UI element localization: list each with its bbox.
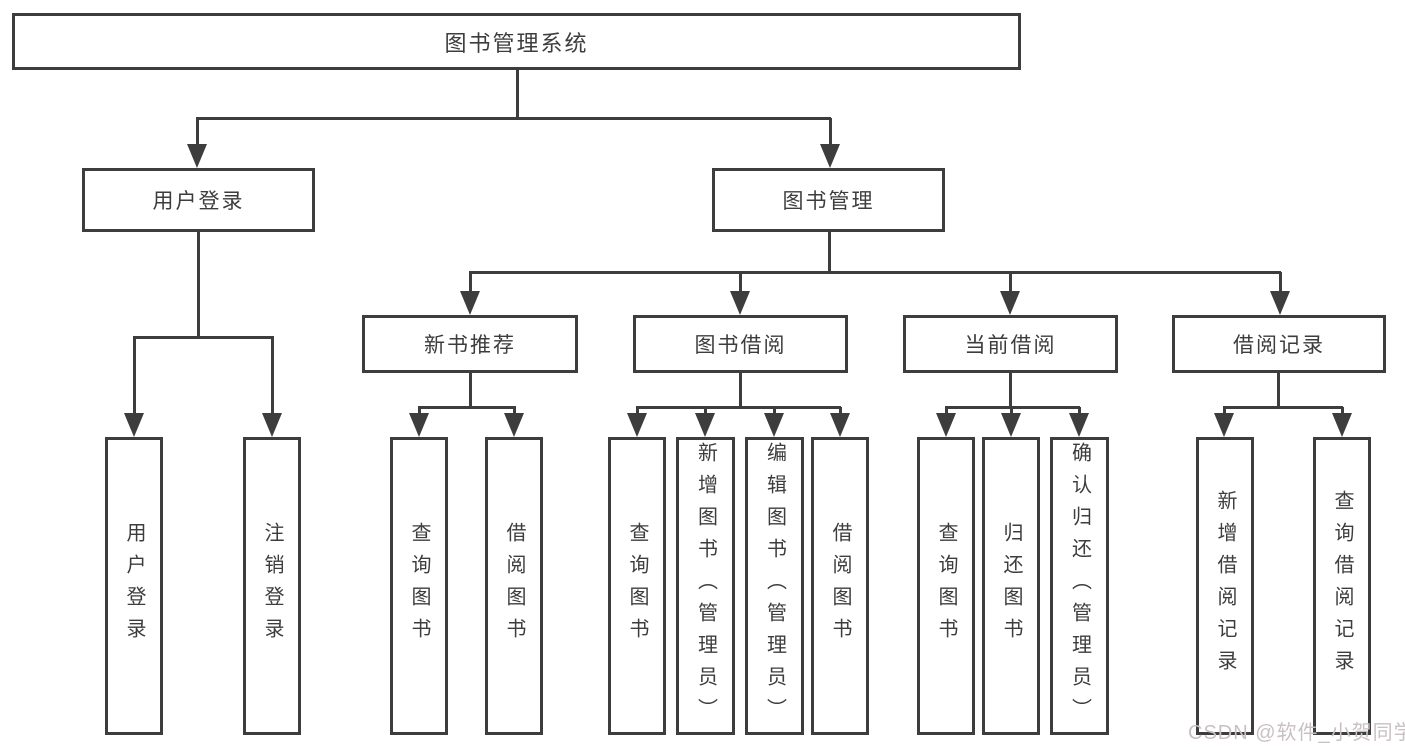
connector-user-login-stem [197,232,200,338]
arrow-head-bb-add [695,413,715,437]
leaf-br-add-record: 新增借阅记录 [1196,437,1254,735]
arrow-head-nbr-borrow [504,413,524,437]
node-current-borrow: 当前借阅 [903,315,1118,373]
arrow-head-cb-query [936,413,956,437]
leaf-label: 编辑图书（管理员） [763,442,786,730]
arrow-head-book-borrow [730,291,750,315]
node-new-book-recommend: 新书推荐 [362,315,578,373]
leaf-nbr-borrow-books: 借阅图书 [485,437,543,735]
arrow-shaft-bb-borrow [839,407,842,413]
leaf-bb-borrow-books: 借阅图书 [811,437,869,735]
leaf-br-query-record: 查询借阅记录 [1313,437,1371,735]
connector-book-management-bar [469,271,1281,274]
connector-cb-stem [1009,373,1012,408]
connector-br-bar [1223,406,1343,409]
connector-bb-bar [636,406,841,409]
arrow-shaft-book-borrow [739,272,742,291]
arrow-shaft-br-query [1341,407,1344,413]
node-book-borrow: 图书借阅 [633,315,848,373]
arrow-shaft-cb-confirm [1078,407,1081,413]
leaf-label: 新增借阅记录 [1214,490,1236,682]
node-label: 当前借阅 [964,334,1057,357]
node-book-management: 图书管理 [712,168,945,232]
arrow-shaft-leaf-logout [271,337,274,413]
arrow-shaft-user-login [196,118,199,144]
arrow-head-leaf-user-login [124,413,144,437]
node-label: 借阅记录 [1233,334,1325,357]
connector-br-stem [1277,373,1280,408]
leaf-user-login: 用户登录 [105,437,163,735]
leaf-bb-add-books-admin: 新增图书（管理员） [676,437,735,735]
arrow-head-nbr-query [409,413,429,437]
connector-root-stem [516,70,519,118]
leaf-logout: 注销登录 [243,437,301,735]
csdn-watermark: CSDN @软件_小贺同学 [1188,722,1405,744]
arrow-shaft-new-book-recommend [469,272,472,291]
node-label: 新书推荐 [424,334,516,357]
leaf-cb-confirm-return-admin: 确认归还（管理员） [1050,437,1109,735]
leaf-label: 归还图书 [1000,522,1022,650]
node-borrow-records: 借阅记录 [1172,315,1386,373]
leaf-label: 借阅图书 [503,522,525,650]
leaf-label: 借阅图书 [829,522,851,650]
arrow-shaft-nbr-query [418,407,421,413]
connector-bb-stem [739,373,742,408]
arrow-head-bb-query [627,413,647,437]
arrow-head-bb-borrow [830,413,850,437]
node-library-management-system: 图书管理系统 [12,13,1021,70]
arrow-head-br-add [1214,413,1234,437]
node-label: 图书管理系统 [444,30,589,56]
node-label: 图书管理 [782,190,875,213]
leaf-nbr-query-books: 查询图书 [390,437,448,735]
arrow-head-new-book-recommend [460,291,480,315]
leaf-label: 确认归还（管理员） [1068,442,1091,730]
connector-root-bar [196,117,831,120]
arrow-shaft-bb-query [636,407,639,413]
arrow-shaft-book-management [829,118,832,144]
arrow-head-borrow-records [1270,291,1290,315]
leaf-label: 查询图书 [626,522,648,650]
arrow-head-cb-return [1001,413,1021,437]
arrow-head-cb-confirm [1069,413,1089,437]
leaf-cb-return-books: 归还图书 [982,437,1040,735]
arrow-shaft-leaf-user-login [133,337,136,413]
arrow-head-br-query [1332,413,1352,437]
leaf-cb-query-books: 查询图书 [917,437,975,735]
connector-nbr-bar [418,406,516,409]
leaf-bb-edit-books-admin: 编辑图书（管理员） [745,437,804,735]
arrow-shaft-current-borrow [1009,272,1012,291]
arrow-head-user-login [187,144,207,168]
connector-user-login-bar [133,336,274,339]
arrow-shaft-cb-return [1010,407,1013,413]
leaf-label: 查询图书 [408,522,430,650]
arrow-shaft-bb-edit [773,407,776,413]
connector-book-management-stem [828,232,831,273]
arrow-shaft-br-add [1223,407,1226,413]
arrow-shaft-nbr-borrow [513,407,516,413]
arrow-shaft-cb-query [945,407,948,413]
leaf-label: 新增图书（管理员） [694,442,717,730]
node-label: 图书借阅 [694,334,787,357]
leaf-label: 用户登录 [123,522,145,650]
leaf-label: 注销登录 [261,522,283,650]
arrow-head-book-management [820,144,840,168]
arrow-head-current-borrow [1000,291,1020,315]
arrow-shaft-borrow-records [1279,272,1282,291]
arrow-shaft-bb-add [704,407,707,413]
connector-nbr-stem [469,373,472,408]
arrow-head-leaf-logout [262,413,282,437]
node-user-login: 用户登录 [82,168,315,232]
node-label: 用户登录 [152,190,245,213]
leaf-label: 查询图书 [935,522,957,650]
leaf-bb-query-books: 查询图书 [608,437,666,735]
leaf-label: 查询借阅记录 [1331,490,1353,682]
arrow-head-bb-edit [764,413,784,437]
